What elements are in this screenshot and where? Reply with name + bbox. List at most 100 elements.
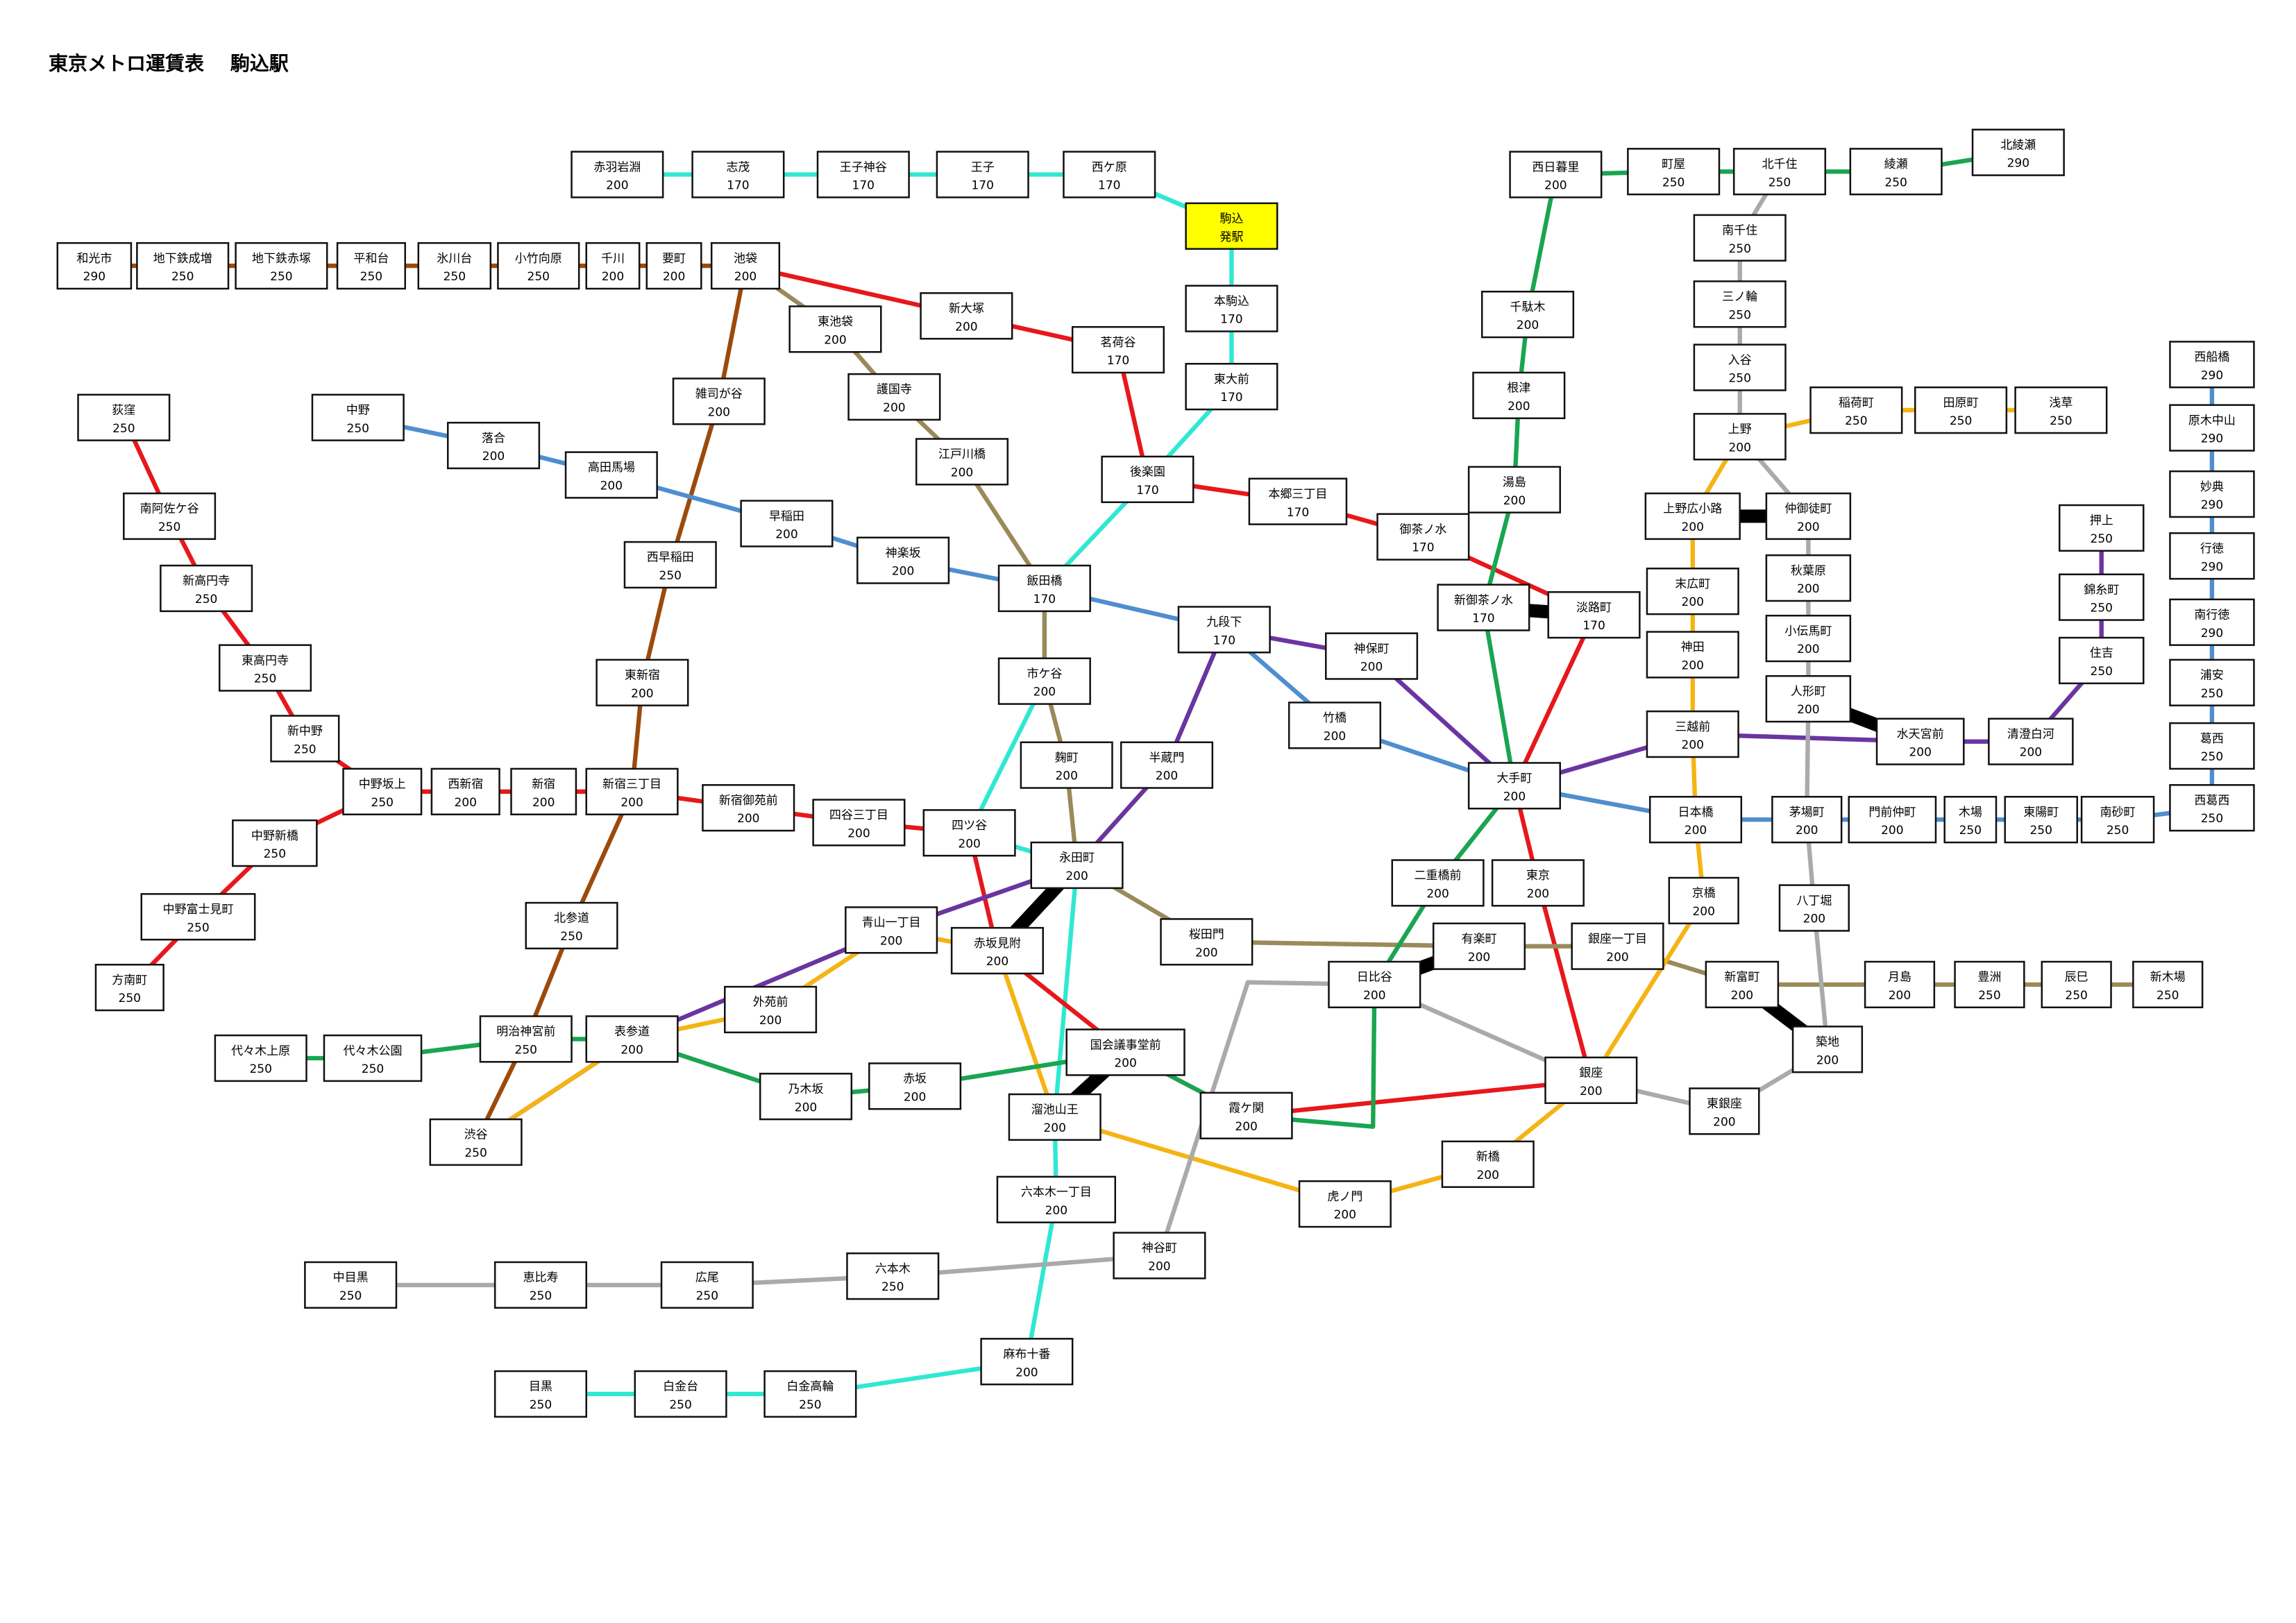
station-fare: 250: [2050, 414, 2072, 428]
station-fare: 200: [1580, 1085, 1602, 1098]
station-name: 西葛西: [2194, 794, 2229, 808]
station-box: [497, 241, 580, 290]
station-box: [2041, 960, 2112, 1009]
station-fare: 250: [1950, 414, 1972, 428]
station-name: 西日暮里: [1532, 160, 1579, 174]
station-name: 千駄木: [1510, 300, 1546, 314]
station-name: 清澄白河: [2007, 727, 2054, 741]
station-box: [660, 1261, 754, 1309]
station-fare: 200: [621, 1043, 643, 1057]
station-fare: 200: [759, 1014, 782, 1028]
station-name: 市ケ谷: [1027, 667, 1062, 681]
station-name: 秋葉原: [1791, 564, 1826, 578]
station-fare: 200: [1796, 824, 1818, 838]
station-fare: 250: [464, 1146, 487, 1160]
station-name: 護国寺: [877, 383, 912, 397]
station-name: 千川: [601, 252, 625, 266]
station-box: [1693, 280, 1787, 328]
station-name: 荻窪: [112, 403, 135, 417]
station-box: [1646, 631, 1739, 679]
station-box: [214, 1034, 307, 1082]
station-box: [1914, 386, 2008, 434]
station-box: [219, 644, 312, 692]
station-name: 竹橋: [1323, 711, 1347, 725]
station-box: [845, 906, 938, 954]
station-box: [140, 893, 256, 941]
station-box: [270, 715, 340, 763]
station-box: [950, 926, 1044, 975]
station-fare: 250: [2201, 750, 2223, 764]
station-name: 人形町: [1791, 685, 1826, 699]
station-box: [1693, 214, 1787, 262]
station-fare: 250: [1662, 176, 1685, 189]
station-fare: 250: [1728, 308, 1750, 322]
station-box: [847, 373, 941, 421]
station-fare: 200: [482, 450, 505, 464]
station-box: [1030, 841, 1124, 890]
station-name: 茗荷谷: [1100, 336, 1136, 350]
station-box: [1988, 717, 2074, 765]
station-name: 湯島: [1503, 475, 1526, 489]
station-fare: 200: [1360, 661, 1383, 674]
station-box: [702, 784, 795, 832]
station-fare: 200: [1713, 1115, 1735, 1129]
station-fare: 200: [1148, 1259, 1170, 1273]
station-fare: 250: [187, 921, 209, 935]
station-name: 溜池山王: [1031, 1103, 1079, 1117]
station-fare: 250: [2201, 812, 2223, 826]
station-fare: 200: [1682, 595, 1704, 609]
station-box: [915, 438, 1009, 486]
station-fare: 200: [1797, 703, 1819, 717]
station-name: 小伝馬町: [1784, 624, 1832, 638]
station-box: [2080, 796, 2155, 844]
station-fare: 200: [1055, 770, 1077, 783]
station-name: 王子: [971, 160, 995, 174]
station-fare: 250: [112, 422, 135, 436]
station-fare: 200: [1816, 1053, 1839, 1067]
station-fare: 250: [1769, 176, 1791, 189]
station-name: 東高円寺: [242, 654, 289, 668]
station-name: 王子神谷: [840, 160, 887, 174]
station-fare: 250: [696, 1289, 718, 1303]
station-name: 淡路町: [1576, 601, 1612, 615]
station-name: 上野: [1728, 423, 1752, 436]
station-name: 地下鉄赤塚: [252, 252, 311, 266]
station-fare: 250: [249, 1062, 271, 1076]
station-box: [585, 1015, 679, 1063]
station-name: 高田馬場: [588, 461, 635, 475]
station-box: [479, 1015, 573, 1063]
station-fare: 250: [294, 742, 316, 756]
station-fare: 200: [795, 1101, 817, 1114]
station-ningyocho: 人形町 200: [1765, 674, 1852, 723]
station-name: 本駒込: [1214, 294, 1249, 308]
station-name: 池袋: [734, 252, 757, 266]
station-box: [936, 151, 1029, 198]
station-name: 日比谷: [1357, 971, 1392, 985]
station-name: 要町: [662, 252, 686, 266]
station-name: 茅場町: [1789, 806, 1825, 819]
